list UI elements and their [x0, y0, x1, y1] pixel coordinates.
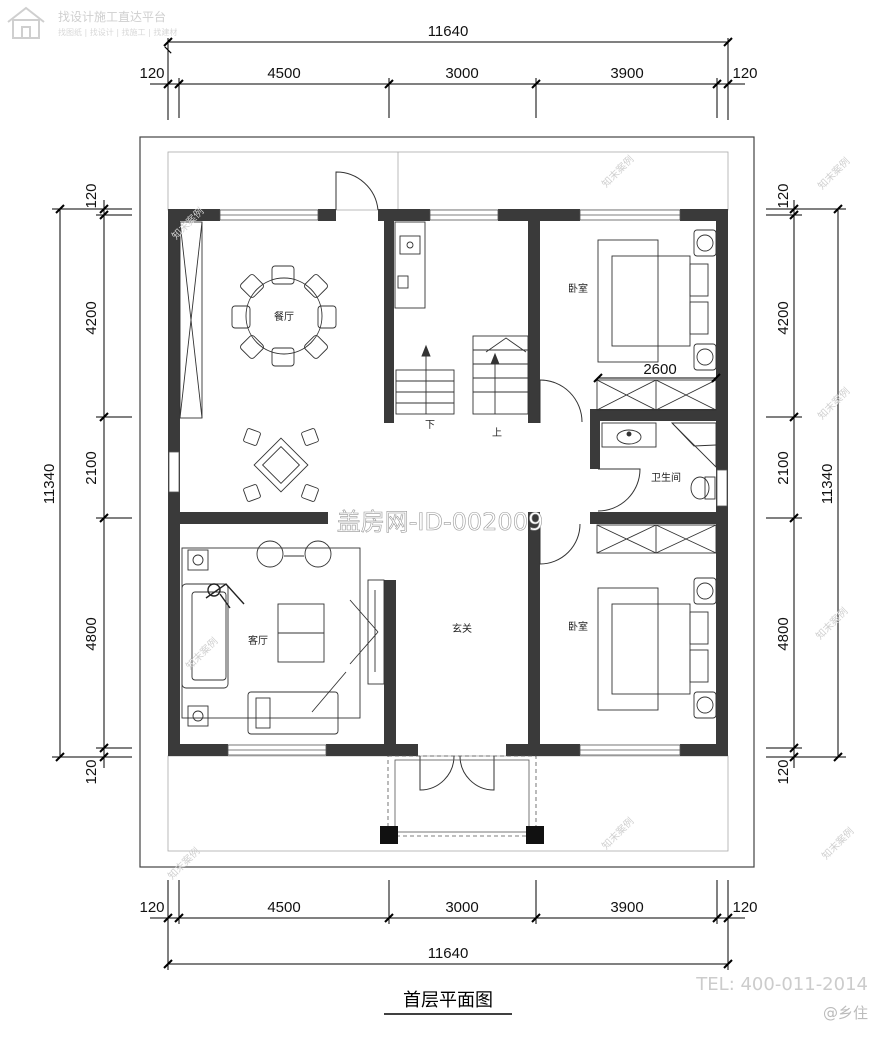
- left-overall-depth: 11340: [41, 464, 58, 505]
- left-offset-top: 120: [83, 183, 100, 208]
- bottom-col-2: 3000: [445, 899, 478, 916]
- label-bathroom: 卫生间: [651, 471, 681, 484]
- top-dim-ticks: [163, 37, 733, 89]
- front-yard: [167, 755, 729, 852]
- faint-watermark-1: 知末案例: [599, 153, 636, 190]
- bathroom-fixtures: [601, 422, 717, 500]
- right-row-1: 4200: [775, 301, 792, 334]
- wardrobe-length: 2600: [643, 361, 676, 378]
- bottom-offset-left: 120: [139, 899, 164, 916]
- faint-watermark-6: 知末案例: [183, 635, 220, 672]
- kitchen-counter: [394, 221, 426, 309]
- bottom-col-3: 3900: [610, 899, 643, 916]
- site-boundary: [139, 136, 755, 868]
- doors: [335, 171, 641, 791]
- wardrobe-top: [596, 379, 717, 411]
- bed-top: [597, 229, 717, 371]
- living-room-furniture: [181, 540, 385, 735]
- left-dimensions: [52, 200, 132, 768]
- right-offset-bottom: 120: [775, 759, 792, 784]
- left-row-2: 2100: [83, 451, 100, 484]
- bottom-offset-right: 120: [732, 899, 757, 916]
- entry-porch: [380, 755, 544, 844]
- right-dimensions: [766, 200, 846, 768]
- rear-yard: [167, 151, 729, 211]
- plan-title: 首层平面图: [403, 990, 493, 1011]
- faint-watermark-9: 知末案例: [165, 845, 202, 882]
- faint-watermark-2: 知末案例: [815, 155, 852, 192]
- right-offset-top: 120: [775, 183, 792, 208]
- label-living: 客厅: [248, 634, 268, 647]
- right-overall-depth: 11340: [819, 464, 836, 505]
- bottom-overall-width: 11640: [428, 945, 469, 962]
- top-offset-left: 120: [139, 65, 164, 82]
- bottom-dim-ticks: [163, 913, 733, 969]
- interior-walls: [180, 209, 716, 756]
- top-col-3: 3900: [610, 65, 643, 82]
- tel-watermark: TEL: 400-011-2014: [695, 974, 868, 995]
- dining-cabinet: [179, 221, 203, 419]
- right-dim-ticks: [789, 204, 843, 762]
- logo-title: 找设计施工直达平台: [58, 9, 166, 24]
- faint-watermark-8: 知末案例: [819, 825, 856, 862]
- faint-watermark-7: 知末案例: [599, 815, 636, 852]
- signature-watermark: @乡住: [823, 1004, 868, 1022]
- left-row-1: 4200: [83, 301, 100, 334]
- faint-watermark-5: 知末案例: [813, 605, 850, 642]
- label-bedroom-bottom: 卧室: [568, 620, 588, 633]
- armchair-icon: [205, 583, 245, 609]
- logo-subtitle: 找图纸 | 找设计 | 找施工 | 找建材: [58, 27, 177, 37]
- right-row-2: 2100: [775, 451, 792, 484]
- bed-bottom: [597, 577, 717, 719]
- left-row-3: 4800: [83, 617, 100, 650]
- windows: [168, 209, 728, 756]
- right-row-3: 4800: [775, 617, 792, 650]
- label-dining: 餐厅: [274, 310, 294, 323]
- top-overall-width: 11640: [428, 23, 469, 40]
- top-dimensions: [150, 38, 745, 120]
- label-stairs-up: 上: [492, 427, 502, 439]
- wardrobe-dim: [593, 373, 721, 383]
- left-offset-bottom: 120: [83, 759, 100, 784]
- wardrobe-bottom: [596, 524, 717, 554]
- id-watermark: 盖房网-ID-002009: [337, 508, 544, 536]
- top-col-2: 3000: [445, 65, 478, 82]
- label-stairs-down: 下: [425, 420, 435, 431]
- site-logo: 找设计施工直达平台 找图纸 | 找设计 | 找施工 | 找建材: [7, 6, 177, 39]
- house-logo-icon: [7, 6, 45, 39]
- faint-watermark-4: 知末案例: [815, 385, 852, 422]
- tea-table: [243, 428, 319, 502]
- label-bedroom-top: 卧室: [568, 282, 588, 295]
- top-col-1: 4500: [267, 65, 300, 82]
- staircase: [395, 335, 529, 415]
- left-dim-ticks: [55, 204, 109, 762]
- top-offset-right: 120: [732, 65, 757, 82]
- label-entry: 玄关: [452, 622, 472, 635]
- bottom-col-1: 4500: [267, 899, 300, 916]
- exterior-walls: [168, 209, 728, 756]
- round-dining-table: [231, 265, 337, 367]
